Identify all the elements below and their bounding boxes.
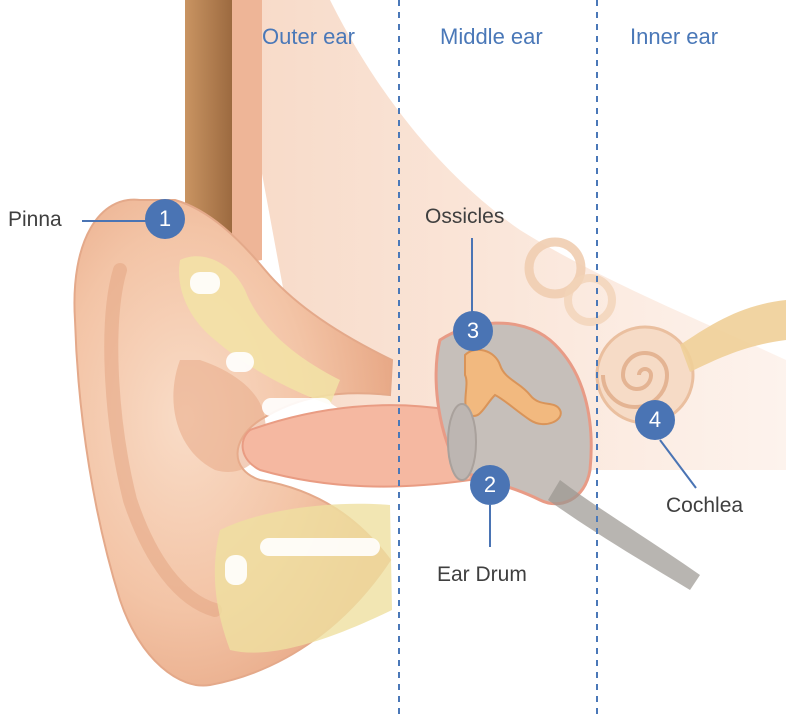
skin-layer (232, 0, 262, 265)
marker-3: 3 (453, 311, 493, 351)
cochlea-label: Cochlea (666, 494, 743, 518)
eardrum-shape (448, 404, 476, 480)
marker-4: 4 (635, 400, 675, 440)
bone-accent (226, 352, 254, 372)
bone-accent (190, 272, 220, 294)
bone-accent (260, 538, 380, 556)
pinna-label: Pinna (8, 208, 62, 232)
section-label-middle-ear: Middle ear (440, 24, 543, 50)
bone-accent (225, 555, 247, 585)
section-label-outer-ear: Outer ear (262, 24, 355, 50)
section-label-inner-ear: Inner ear (630, 24, 718, 50)
marker-2: 2 (470, 465, 510, 505)
eardrum-label: Ear Drum (437, 563, 527, 587)
marker-1: 1 (145, 199, 185, 239)
ossicles-label: Ossicles (425, 205, 504, 229)
